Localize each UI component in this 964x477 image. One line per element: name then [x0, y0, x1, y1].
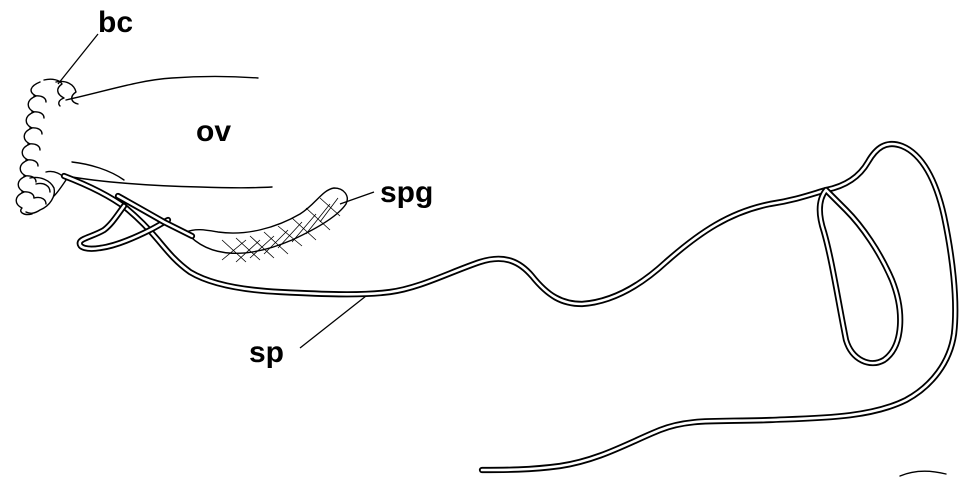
spermathecal-duct [64, 144, 955, 470]
spermathecal-gland [186, 188, 347, 262]
label-spg: spg [380, 178, 433, 208]
label-ov: ov [196, 117, 231, 147]
corner-mark [900, 471, 946, 476]
label-sp: sp [249, 338, 284, 368]
bc-leader-line [58, 34, 98, 84]
oviduct [66, 77, 272, 188]
label-bc: bc [98, 8, 133, 38]
sp-leader-line [300, 296, 366, 348]
